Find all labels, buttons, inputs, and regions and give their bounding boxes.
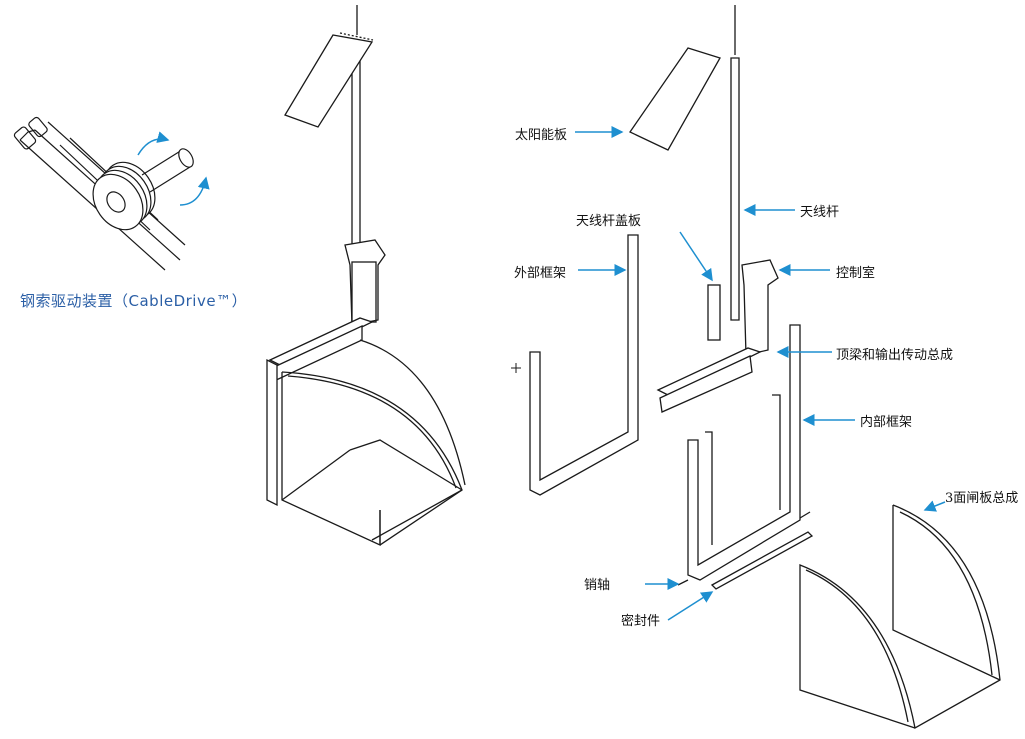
cable-drive-detail bbox=[13, 116, 194, 271]
exploded-parts bbox=[529, 5, 1001, 730]
label-outer-frame: 外部框架 bbox=[514, 266, 567, 281]
label-pin: 销轴 bbox=[584, 578, 611, 593]
label-gate-assembly: 3面闸板总成 bbox=[945, 491, 1019, 506]
cable-drive-caption: 钢索驱动装置（CableDrive™） bbox=[20, 292, 248, 310]
assembled-unit bbox=[266, 5, 466, 547]
label-inner-frame: 内部框架 bbox=[860, 415, 913, 430]
label-antenna-cover: 天线杆盖板 bbox=[576, 214, 642, 229]
arrow-antenna-cover bbox=[679, 231, 713, 282]
arrow-gate bbox=[923, 500, 946, 512]
callout-arrows bbox=[575, 126, 946, 621]
label-control-box: 控制室 bbox=[836, 266, 876, 281]
label-seal: 密封件 bbox=[621, 614, 661, 629]
rotation-arrows bbox=[137, 131, 210, 206]
label-solar-panel: 太阳能板 bbox=[515, 128, 568, 143]
label-antenna-mast: 天线杆 bbox=[800, 205, 840, 220]
arrow-seal bbox=[667, 591, 714, 621]
label-top-beam: 顶梁和输出传动总成 bbox=[836, 348, 954, 363]
move-cursor-icon bbox=[511, 363, 521, 373]
